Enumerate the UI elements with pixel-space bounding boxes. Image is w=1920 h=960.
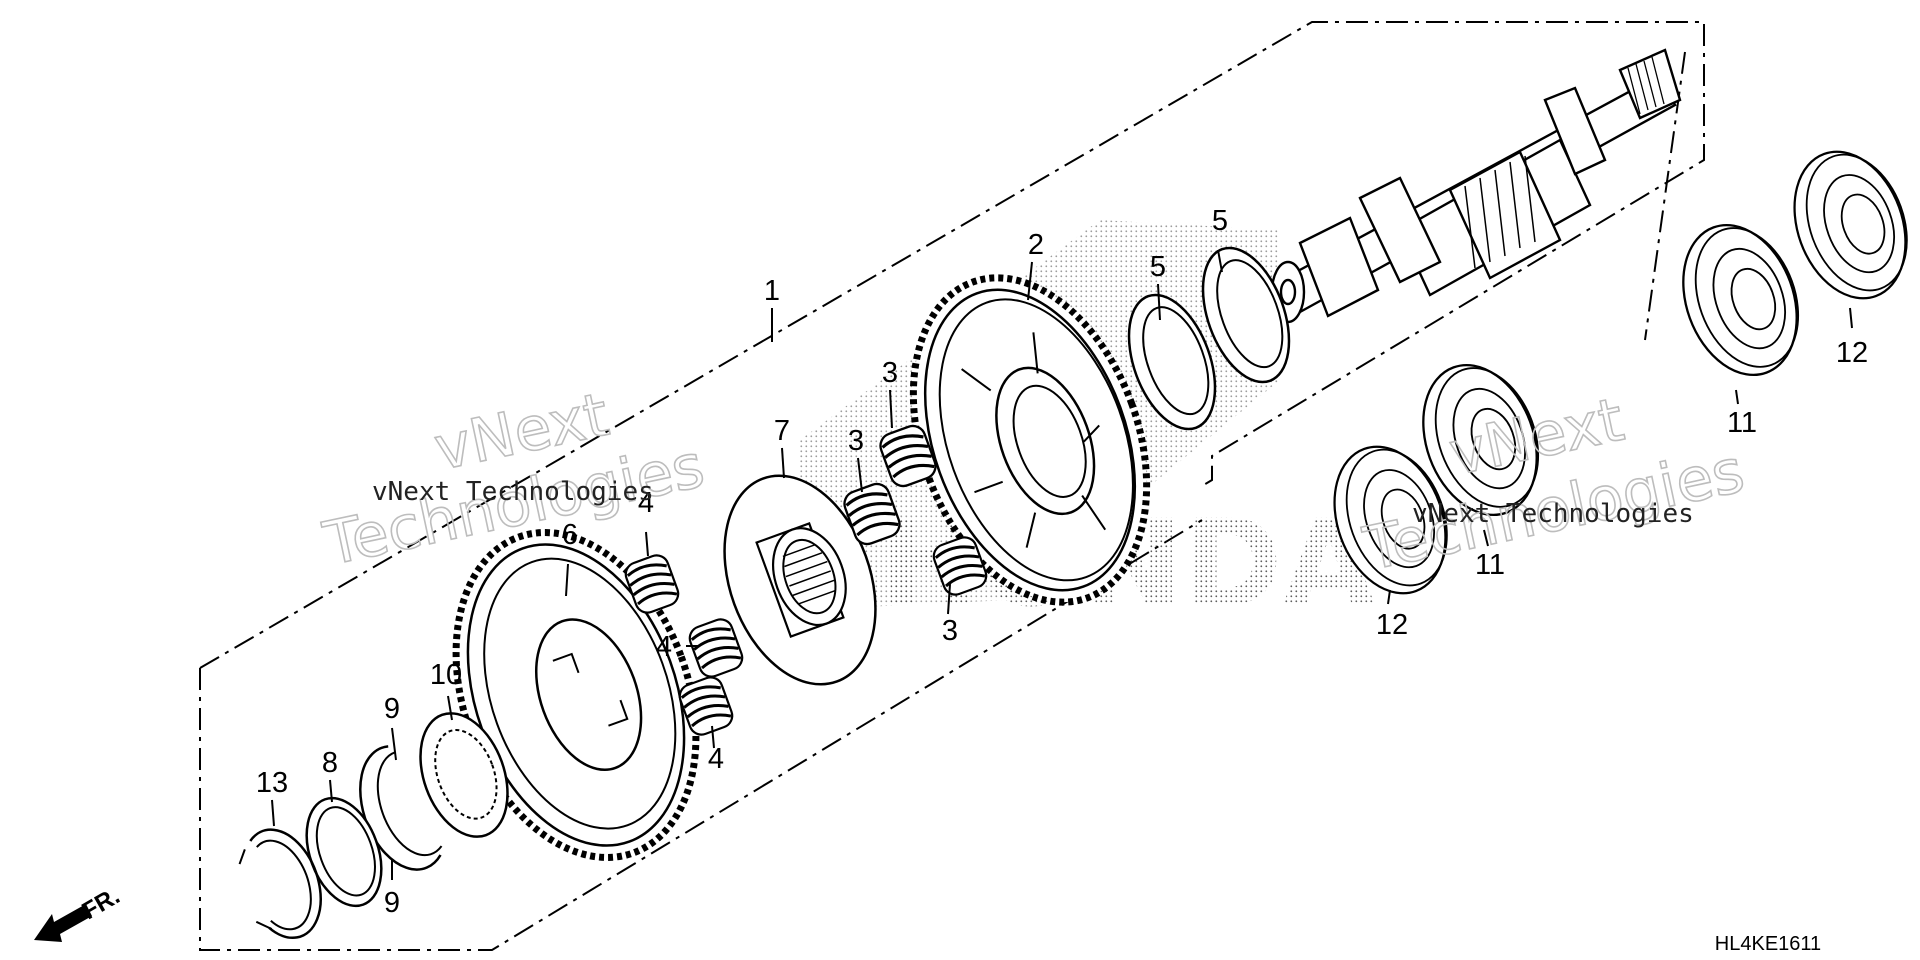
callout-3: 3 (848, 425, 864, 457)
callout-5: 5 (1212, 205, 1228, 237)
watermark-caption: vNext Technologies (372, 477, 654, 507)
ring-8 (305, 796, 383, 908)
callout-11: 11 (1727, 407, 1757, 439)
callouts: 1 2 3 3 3 4 4 4 5 5 6 7 8 9 9 10 11 11 1… (256, 205, 1868, 919)
watermark-left: vNext Technologies vNext Technologies (317, 379, 711, 581)
callout-12: 12 (1836, 337, 1868, 369)
callout-6: 6 (562, 519, 578, 551)
callout-8: 8 (322, 747, 338, 779)
ball-bearing-11-top (1662, 207, 1820, 393)
damper-hub (723, 474, 877, 686)
callout-1: 1 (764, 275, 780, 307)
callout-9: 9 (384, 693, 400, 725)
callout-3: 3 (882, 357, 898, 389)
callout-2: 2 (1028, 229, 1044, 261)
callout-4: 4 (708, 743, 724, 775)
main-shaft (1270, 48, 1682, 324)
large-gear (909, 274, 1151, 606)
front-arrow-icon (34, 904, 92, 942)
callout-9: 9 (384, 887, 400, 919)
callout-4: 4 (638, 487, 654, 519)
callout-11: 11 (1475, 549, 1505, 581)
gear-6 (452, 529, 700, 861)
callout-13: 13 (256, 767, 288, 799)
callout-3: 3 (942, 615, 958, 647)
callout-12: 12 (1376, 609, 1408, 641)
front-direction-indicator: FR. (34, 882, 124, 942)
sealed-bearing-12-top (1773, 134, 1920, 316)
splined-washer (419, 712, 509, 838)
drawing-code: HL4KE1611 (1715, 933, 1821, 955)
thrust-washer-2 (1201, 246, 1291, 384)
thrust-washer-1 (1127, 293, 1217, 431)
callout-10: 10 (430, 659, 462, 691)
watermark-caption: vNext Technologies (1412, 499, 1694, 529)
spring-4b (684, 614, 748, 682)
callout-5: 5 (1150, 251, 1166, 283)
snap-ring-13 (238, 828, 322, 939)
leader-lines (271, 249, 1853, 880)
callout-7: 7 (774, 415, 790, 447)
callout-4: 4 (656, 631, 672, 663)
